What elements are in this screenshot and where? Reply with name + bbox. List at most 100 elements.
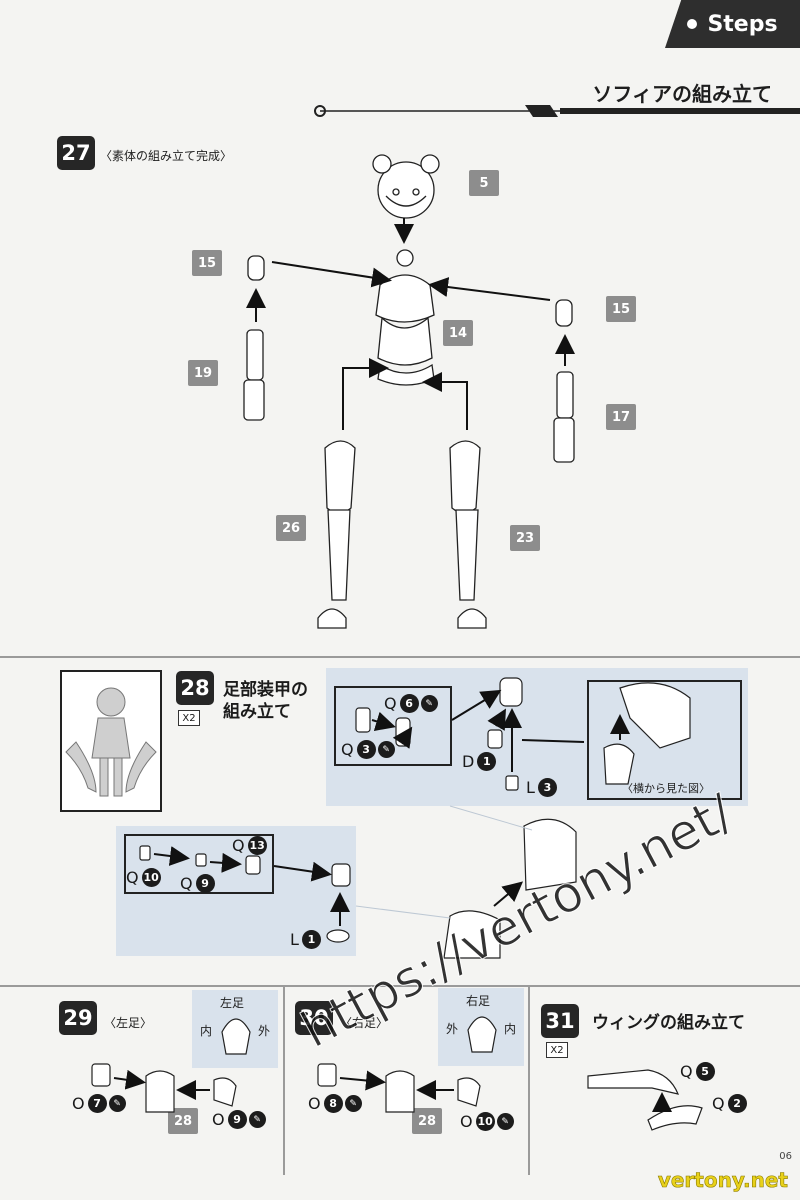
part-icon: [213, 1077, 237, 1107]
arrow-right-leg: [342, 358, 389, 430]
part-l3-label: L 3: [526, 778, 557, 797]
footer-watermark: vertony.net: [657, 1168, 789, 1193]
part-q13-number: 13: [247, 836, 267, 855]
step-31-multiplier: X2: [546, 1042, 568, 1058]
wing-blade-icon: [587, 1069, 679, 1095]
side-view-label: 〈横から見た図〉: [622, 782, 710, 795]
part-o9-letter: O: [212, 1110, 225, 1129]
step-28-multiplier: X2: [178, 710, 200, 726]
part-tag-right-hand: 15: [606, 296, 636, 322]
part-q3-label: Q 3 ✎: [341, 740, 395, 759]
foot-base-icon: [443, 910, 501, 959]
part-q3-letter: Q: [341, 740, 354, 759]
part-o10-label: O 10 ✎: [460, 1112, 514, 1131]
right-foot-diagram-icon: [467, 1016, 497, 1053]
head-part-icon: [372, 154, 440, 219]
left-leg-part-icon: [449, 440, 487, 629]
part-tag-left-arm: 19: [188, 360, 218, 386]
part-l3-number: 3: [537, 778, 557, 797]
part-tag-right-leg: 26: [276, 515, 306, 541]
reference-figure-icon: [65, 687, 157, 797]
step-27-badge: 27: [57, 136, 95, 170]
right-foot-label: 右足: [466, 994, 491, 1008]
part-o10-number: 10: [475, 1112, 495, 1131]
part-q5-label: Q 5: [680, 1062, 715, 1081]
foot-armor-icon: [145, 1070, 175, 1113]
part-tag-head: 5: [469, 170, 499, 196]
step-31-title: ウィングの組み立て: [592, 1013, 745, 1033]
part-icon: [355, 707, 371, 733]
step-29-badge: 29: [59, 1001, 97, 1035]
page-number: 06: [779, 1151, 792, 1162]
left-foot-outer: 外: [258, 1024, 271, 1038]
step-28-sub-box-b: [124, 834, 274, 894]
step-28-title-line1: 足部装甲の: [223, 680, 308, 700]
sprue-icon: ✎: [496, 1113, 514, 1130]
part-q9-label: Q 9: [180, 874, 215, 893]
left-foot-label: 左足: [220, 996, 245, 1010]
part-d1-label: D 1: [462, 752, 497, 771]
left-foot-diagram-icon: [221, 1018, 251, 1055]
side-view-box: [587, 680, 742, 800]
step-28-sub-box-a: [334, 686, 452, 766]
part-q5-letter: Q: [680, 1062, 693, 1081]
column-divider: [283, 985, 285, 1175]
part-o7-number: 7: [87, 1094, 107, 1113]
bullet-icon: [687, 19, 698, 29]
right-foot-outer: 内: [504, 1022, 517, 1036]
left-arm-part-icon: [243, 255, 265, 421]
part-q13-label: Q 13: [232, 836, 267, 855]
part-icon: [139, 845, 151, 861]
part-l3-letter: L: [526, 778, 535, 797]
part-o10-letter: O: [460, 1112, 473, 1131]
section-divider: [0, 985, 800, 987]
part-q2-letter: Q: [712, 1094, 725, 1113]
part-o8-label: O 8 ✎: [308, 1094, 362, 1113]
part-q5-number: 5: [695, 1062, 715, 1081]
step-28-badge: 28: [176, 671, 214, 705]
arrow-right-hand: [428, 277, 551, 301]
part-q2-number: 2: [727, 1094, 747, 1113]
step-29-caption: 〈左足〉: [104, 1016, 153, 1030]
step-30-badge: 30: [295, 1001, 333, 1035]
part-q13-letter: Q: [232, 836, 245, 855]
part-d1-number: 1: [477, 752, 497, 771]
left-foot-inner: 内: [200, 1024, 213, 1038]
part-icon: [331, 863, 351, 887]
sprue-icon: ✎: [248, 1111, 266, 1128]
arrow-left-hand: [271, 261, 392, 288]
part-q10-letter: Q: [126, 868, 139, 887]
foot-armor-icon: [385, 1070, 415, 1113]
part-o9-label: O 9 ✎: [212, 1110, 266, 1129]
step-30-tag: 28: [412, 1108, 442, 1134]
part-tag-right-arm: 17: [606, 404, 636, 430]
column-divider: [528, 985, 530, 1175]
part-icon: [326, 929, 350, 943]
steps-tab-label: Steps: [707, 11, 778, 37]
part-l1-label: L 1: [290, 930, 321, 949]
part-icon: [91, 1063, 111, 1087]
part-tag-torso: 14: [443, 320, 473, 346]
part-tag-left-leg: 23: [510, 525, 540, 551]
reference-figure-box: [60, 670, 162, 812]
part-tag-left-hand: 15: [192, 250, 222, 276]
part-q9-letter: Q: [180, 874, 193, 893]
part-q10-number: 10: [141, 868, 161, 887]
side-view-part-icon: [619, 682, 691, 749]
title-rule: [314, 105, 800, 117]
part-q6-number: 6: [399, 694, 419, 713]
arrow-left-leg: [422, 372, 468, 430]
part-q6-label: Q 6 ✎: [384, 694, 438, 713]
wing-part-icon: [647, 1105, 703, 1131]
part-l1-number: 1: [301, 930, 321, 949]
sprue-icon: ✎: [420, 695, 438, 712]
part-icon: [195, 853, 207, 867]
part-d1-letter: D: [462, 752, 475, 771]
part-icon: [505, 775, 519, 791]
section-title: ソフィアの組み立て: [592, 82, 772, 106]
step-27-caption: 〈素体の組み立て完成〉: [100, 149, 233, 163]
